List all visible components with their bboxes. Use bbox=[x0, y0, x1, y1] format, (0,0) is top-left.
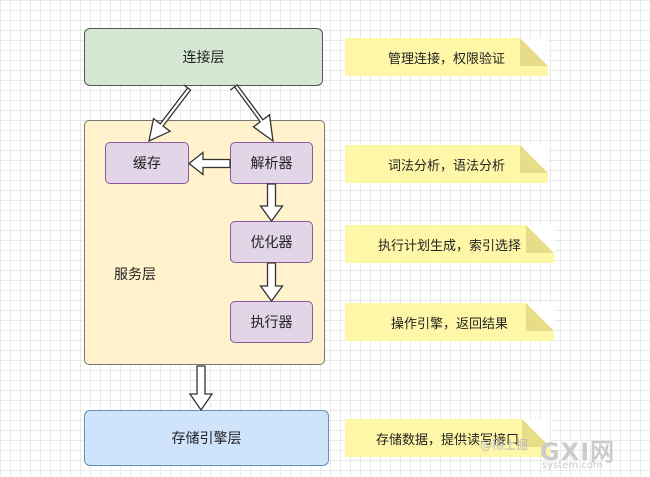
executor-label: 执行器 bbox=[250, 315, 293, 331]
arrow-conn-to-parser bbox=[229, 83, 274, 143]
arrow-conn-to-cache bbox=[148, 84, 192, 143]
arrow-optimizer-to-executor bbox=[259, 262, 284, 303]
connection-layer-label: 连接层 bbox=[182, 50, 225, 66]
arrow-service-to-storage bbox=[188, 365, 214, 412]
note-storage: 存储数据，提供读写接口 bbox=[345, 419, 550, 457]
note-connection: 管理连接，权限验证 bbox=[345, 38, 548, 76]
site-logo: GXI网 system.com bbox=[540, 436, 640, 472]
note-optimizer-text: 执行计划生成，索引选择 bbox=[377, 238, 521, 254]
optimizer-component: 优化器 bbox=[230, 221, 313, 263]
executor-component: 执行器 bbox=[230, 301, 313, 343]
note-storage-text: 存储数据，提供读写接口 bbox=[375, 432, 519, 448]
connection-layer: 连接层 bbox=[84, 28, 323, 86]
storage-engine-layer: 存储引擎层 bbox=[84, 410, 329, 466]
optimizer-label: 优化器 bbox=[250, 235, 293, 251]
note-parser: 词法分析，语法分析 bbox=[345, 145, 548, 183]
note-executor: 操作引擎，返回结果 bbox=[345, 303, 554, 341]
logo-main-text: GXI网 bbox=[540, 438, 616, 466]
storage-engine-label: 存储引擎层 bbox=[171, 431, 242, 447]
service-layer-label: 服务层 bbox=[114, 267, 156, 283]
watermark: @稀土掘 bbox=[480, 438, 529, 452]
arrow-parser-to-optimizer bbox=[259, 183, 284, 223]
arrow-parser-to-cache bbox=[187, 151, 231, 176]
cache-label: 缓存 bbox=[133, 156, 161, 172]
note-executor-text: 操作引擎，返回结果 bbox=[390, 316, 508, 332]
note-connection-text: 管理连接，权限验证 bbox=[387, 51, 505, 67]
parser-label: 解析器 bbox=[250, 156, 293, 172]
note-optimizer: 执行计划生成，索引选择 bbox=[345, 225, 554, 263]
note-parser-text: 词法分析，语法分析 bbox=[387, 158, 505, 174]
logo-sub-text: system.com bbox=[542, 460, 603, 471]
cache-component: 缓存 bbox=[105, 142, 189, 184]
